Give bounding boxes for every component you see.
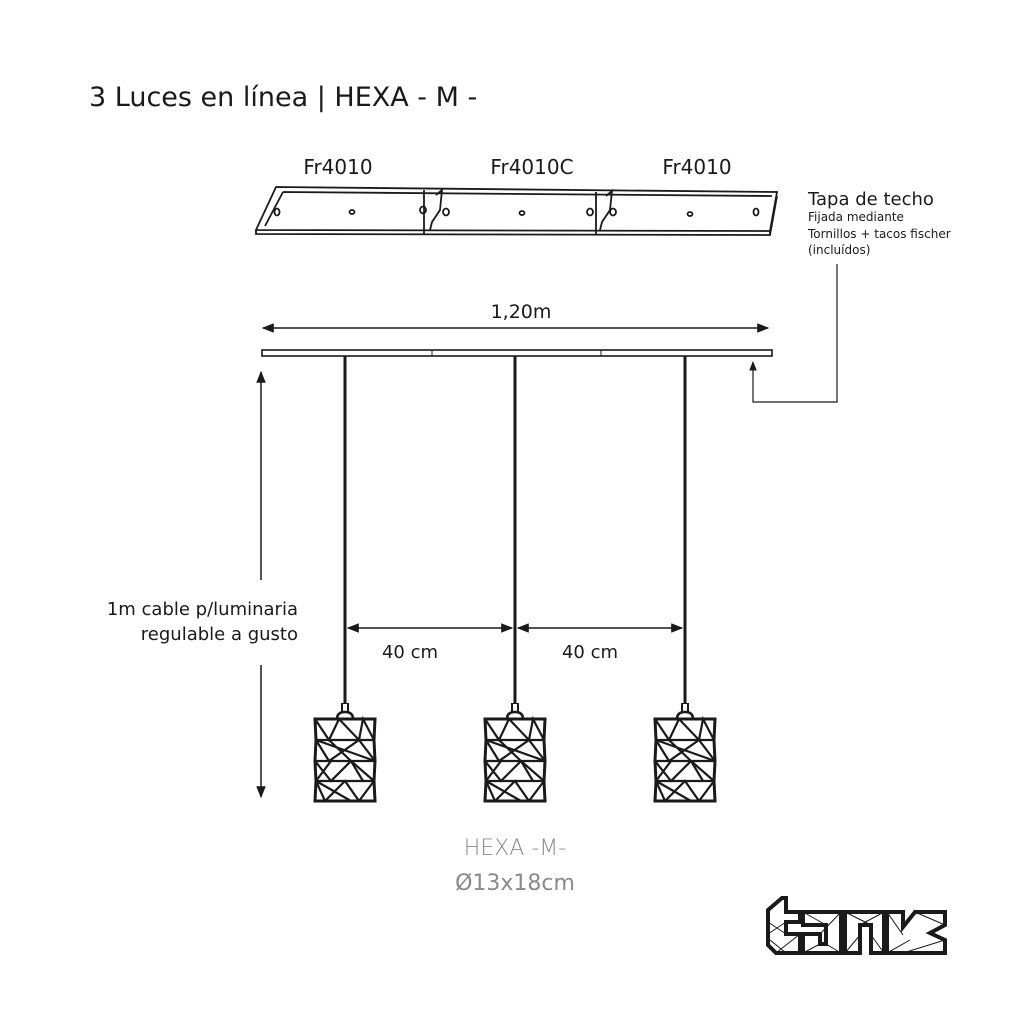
ceiling-plate-perspective <box>254 186 779 236</box>
ceiling-cap-title: Tapa de techo <box>807 189 934 210</box>
product-name: HEXA -M- <box>464 836 566 861</box>
hexa-lamp-shade <box>315 703 375 801</box>
hexa-lamp-shade <box>655 703 715 801</box>
cable-length-label: regulable a gusto <box>141 624 298 645</box>
plate-label-center: Fr4010C <box>490 155 573 179</box>
plate-label-left: Fr4010 <box>303 155 372 179</box>
ceiling-cap-line: Fijada mediante <box>808 210 904 224</box>
product-size: Ø13x18cm <box>455 871 575 896</box>
page-title: 3 Luces en línea | HEXA - M - <box>89 82 477 113</box>
width-dimension-label: 1,20m <box>491 301 552 323</box>
hexa-lamp-shade <box>485 703 545 801</box>
callout-leader-line <box>749 264 838 403</box>
ceiling-bar <box>261 349 773 357</box>
spacing-label: 40 cm <box>382 642 438 663</box>
spacing-label: 40 cm <box>562 642 618 663</box>
tank-logo <box>766 896 947 955</box>
ceiling-cap-line: Tornillos + tacos fischer <box>807 227 951 241</box>
ceiling-cap-line: (incluídos) <box>808 243 870 257</box>
cable-length-label: 1m cable p/luminaria <box>107 599 298 620</box>
plate-label-right: Fr4010 <box>662 155 731 179</box>
